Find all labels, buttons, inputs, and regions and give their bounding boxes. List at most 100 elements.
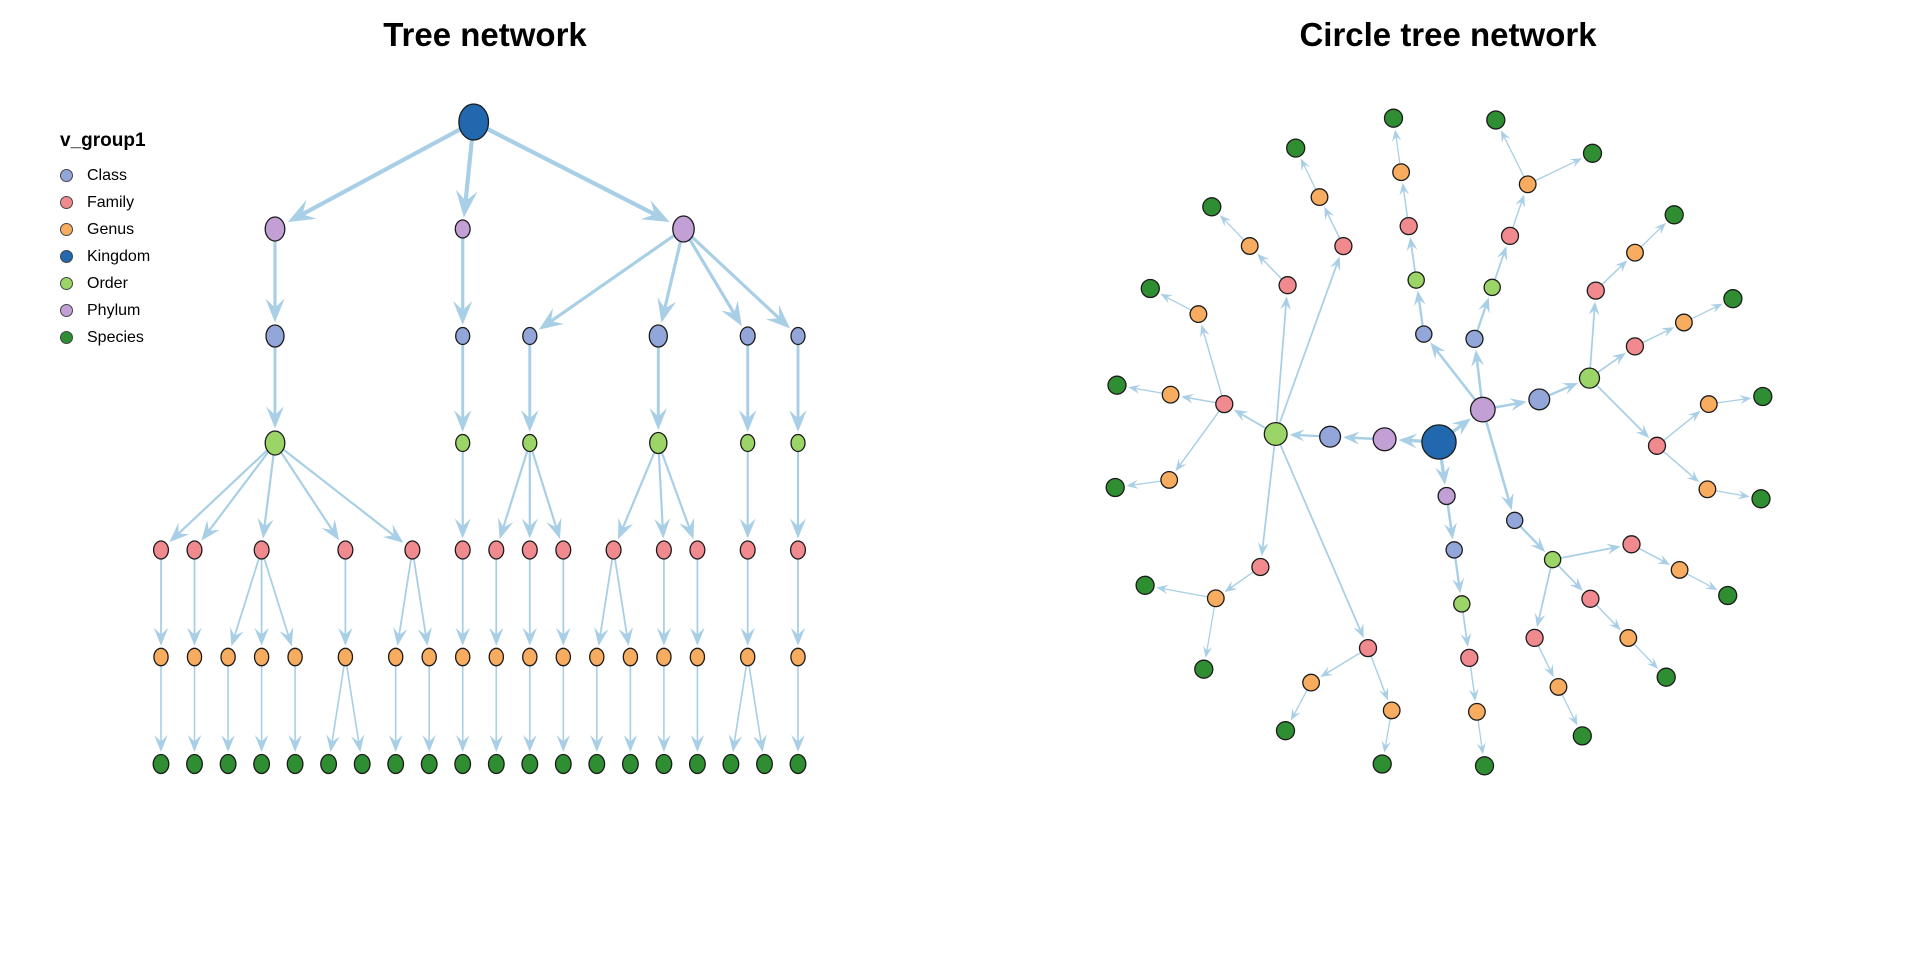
- graph-edge-arrowhead: [153, 627, 169, 646]
- graph-edge-arrowhead: [453, 410, 472, 432]
- graph-edge: [1477, 718, 1483, 748]
- graph-edge: [301, 126, 463, 217]
- node-family: [1625, 337, 1645, 356]
- node-genus: [1310, 188, 1329, 207]
- graph-edge: [1556, 563, 1578, 586]
- node-phylum: [1469, 396, 1496, 423]
- graph-edge-arrowhead: [521, 518, 538, 539]
- graph-edge-arrowhead: [690, 627, 705, 646]
- graph-edge: [1469, 664, 1476, 694]
- graph-edge: [502, 449, 529, 528]
- graph-edge: [1303, 164, 1318, 192]
- graph-edge: [1133, 480, 1163, 486]
- node-genus: [1699, 395, 1718, 414]
- graph-edge-arrowhead: [338, 627, 353, 646]
- graph-edge-arrowhead: [169, 522, 190, 543]
- graph-edge: [747, 663, 762, 742]
- graph-edge: [1560, 692, 1575, 720]
- graph-edge-arrowhead: [556, 627, 571, 646]
- graph-edge: [1503, 136, 1526, 179]
- graph-edge: [1600, 264, 1623, 287]
- node-phylum: [264, 216, 286, 242]
- graph-edge: [1493, 254, 1505, 282]
- graph-edge: [663, 238, 683, 309]
- node-family: [1581, 589, 1600, 608]
- node-family: [253, 540, 270, 560]
- node-family: [1500, 226, 1520, 246]
- node-species: [588, 753, 606, 775]
- node-species: [186, 753, 203, 775]
- graph-edge-arrowhead: [1635, 424, 1650, 438]
- node-genus: [1549, 677, 1568, 696]
- node-species: [655, 753, 673, 775]
- graph-edge-arrowhead: [265, 298, 285, 323]
- node-family: [454, 540, 471, 560]
- node-class: [265, 324, 285, 348]
- graph-edge-arrowhead: [229, 627, 244, 647]
- graph-edge-arrowhead: [351, 734, 365, 753]
- graph-edge: [1518, 524, 1540, 547]
- graph-edge: [1298, 433, 1322, 438]
- graph-edge-arrowhead: [1203, 645, 1213, 658]
- node-family: [789, 540, 807, 560]
- node-genus: [790, 647, 806, 667]
- graph-edge-arrowhead: [1126, 479, 1139, 489]
- node-genus: [387, 647, 404, 667]
- node-order: [1543, 550, 1562, 569]
- graph-edge-arrowhead: [455, 189, 478, 218]
- graph-edge: [1640, 329, 1668, 345]
- node-genus: [1161, 385, 1180, 404]
- graph-edge: [1492, 402, 1517, 410]
- node-genus: [555, 647, 572, 667]
- class-color-dot: [60, 169, 73, 182]
- node-species: [152, 753, 170, 775]
- graph-edge-arrowhead: [1330, 256, 1341, 272]
- graph-edge: [1353, 436, 1376, 441]
- graph-edge-arrowhead: [1608, 618, 1621, 631]
- node-species: [1474, 756, 1495, 776]
- node-species: [1140, 278, 1160, 299]
- graph-edge-arrowhead: [546, 517, 562, 539]
- node-species: [320, 753, 338, 775]
- node-family: [655, 540, 672, 560]
- graph-edge-arrowhead: [654, 518, 671, 539]
- node-genus: [488, 647, 505, 667]
- graph-edge-arrowhead: [690, 735, 705, 752]
- kingdom-color-dot: [60, 250, 73, 263]
- node-kingdom: [1421, 424, 1457, 460]
- graph-edge-arrowhead: [1501, 492, 1514, 511]
- graph-edge: [1275, 304, 1287, 425]
- graph-edge-arrowhead: [1686, 470, 1700, 483]
- node-species: [722, 753, 740, 775]
- node-genus: [337, 647, 354, 667]
- node-order: [264, 430, 286, 456]
- graph-edge-arrowhead: [656, 627, 672, 646]
- node-genus: [1467, 702, 1486, 721]
- node-species: [1753, 386, 1773, 407]
- node-kingdom: [458, 103, 490, 141]
- node-order: [1578, 367, 1601, 389]
- node-species: [1582, 143, 1603, 163]
- graph-edge-arrowhead: [154, 735, 168, 752]
- graph-edge-arrowhead: [657, 735, 671, 752]
- graph-edge-arrowhead: [1156, 585, 1169, 595]
- node-genus: [186, 647, 203, 667]
- node-species: [688, 753, 706, 775]
- legend-item-genus: Genus: [60, 216, 150, 243]
- graph-edge-arrowhead: [489, 627, 504, 646]
- graph-edge-arrowhead: [287, 199, 317, 223]
- graph-edge-arrowhead: [1737, 490, 1750, 500]
- graph-edge: [233, 556, 261, 636]
- node-phylum: [454, 219, 471, 239]
- legend-item-phylum: Phylum: [60, 297, 150, 324]
- legend-item-family: Family: [60, 189, 150, 216]
- node-species: [1194, 659, 1214, 679]
- graph-edge-arrowhead: [1343, 431, 1360, 445]
- node-family: [404, 540, 421, 560]
- graph-edge-arrowhead: [1257, 541, 1269, 557]
- graph-edge-arrowhead: [1569, 158, 1583, 168]
- graph-edge: [1594, 603, 1617, 626]
- graph-edge: [1475, 305, 1487, 333]
- graph-edge-arrowhead: [1435, 465, 1450, 485]
- graph-edge-arrowhead: [1430, 342, 1446, 360]
